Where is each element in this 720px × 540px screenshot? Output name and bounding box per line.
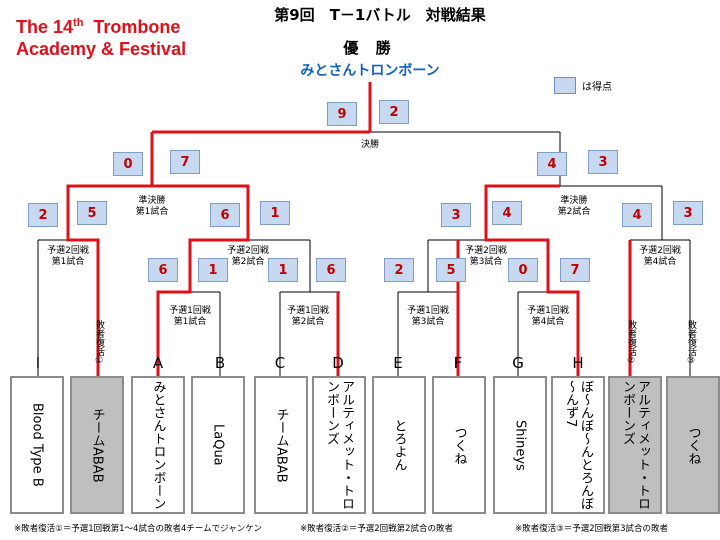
event-name: The 14th Trombone Academy & Festival (16, 17, 187, 59)
page-title: 第9回 T－1バトル 対戦結果 (274, 6, 486, 24)
score-semi2-right: 3 (588, 150, 618, 174)
label-q1-1: 予選1回戦第1試合 (169, 306, 211, 327)
slot-letter-c: C (274, 354, 286, 372)
score-q1-1-right: 1 (198, 258, 228, 282)
team-card: ぼ～んぼ～んとろんぼ～んず7 (551, 376, 605, 514)
team-card: アルティメット・トロンボーンズ (312, 376, 366, 514)
label-q2-3: 予選2回戦第3試合 (465, 246, 507, 267)
score-q2-1-right: 5 (77, 201, 107, 225)
slot-letter-g: G (512, 354, 524, 372)
score-q1-4-right: 7 (560, 258, 590, 282)
score-final-left: 9 (327, 102, 357, 126)
score-q2-1-left: 2 (28, 203, 58, 227)
score-q1-2-right: 6 (316, 258, 346, 282)
revival-label-3: 敗者復活③ (686, 320, 696, 366)
label-q1-3: 予選1回戦第3試合 (407, 306, 449, 327)
team-card: チームABAB (70, 376, 124, 514)
score-q2-4-right: 3 (673, 201, 703, 225)
score-q1-4-left: 0 (508, 258, 538, 282)
team-card: つくね (432, 376, 486, 514)
team-card: LaQua (191, 376, 245, 514)
label-final: 決勝 (360, 140, 379, 150)
score-q2-2-right: 1 (260, 201, 290, 225)
slot-letter-f: F (453, 354, 463, 372)
revival-label-2: 敗者復活② (626, 320, 636, 366)
footnote-revival-1: ※敗者復活①＝予選1回戦第1～4試合の敗者4チームでジャンケン (14, 524, 262, 534)
score-q2-4-left: 4 (622, 203, 652, 227)
score-q2-3-right: 4 (492, 201, 522, 225)
revival-label-1: 敗者復活① (94, 320, 104, 366)
slot-letter-e: E (393, 354, 403, 372)
team-card: つくね (666, 376, 720, 514)
champion-team: みとさんトロンボーン (300, 63, 440, 79)
team-card: とろよん (372, 376, 426, 514)
score-q2-2-left: 6 (210, 203, 240, 227)
label-q1-2: 予選1回戦第2試合 (287, 306, 329, 327)
team-card: Shineys (493, 376, 547, 514)
slot-letter-b: B (214, 354, 226, 372)
score-q1-2-left: 1 (268, 258, 298, 282)
team-card: Blood Type B (10, 376, 64, 514)
slot-letter-h: H (572, 354, 584, 372)
score-q1-1-left: 6 (148, 258, 178, 282)
legend-swatch (554, 77, 576, 94)
score-semi2-left: 4 (537, 152, 567, 176)
label-q2-4: 予選2回戦第4試合 (639, 246, 681, 267)
win-path-team-2 (66, 184, 152, 376)
score-final-right: 2 (379, 100, 409, 124)
footnote-revival-3: ※敗者復活③＝予選2回戦第3試合の敗者 (515, 524, 669, 534)
score-q2-3-left: 3 (441, 203, 471, 227)
score-q1-3-left: 2 (384, 258, 414, 282)
label-semi1: 準決勝第1試合 (135, 196, 169, 217)
champion-label: 優 勝 (343, 39, 397, 57)
slot-letter-a: A (152, 354, 164, 372)
footnote-revival-2: ※敗者復活②＝予選2回戦第2試合の敗者 (300, 524, 454, 534)
label-q2-2: 予選2回戦第2試合 (227, 246, 269, 267)
team-card: みとさんトロンボーン (131, 376, 185, 514)
score-semi1-right: 7 (170, 150, 200, 174)
slot-letter-d: D (332, 354, 344, 372)
label-semi2: 準決勝第2試合 (557, 196, 591, 217)
legend-text: は得点 (582, 82, 612, 93)
team-card: チームABAB (254, 376, 308, 514)
label-q1-4: 予選1回戦第4試合 (527, 306, 569, 327)
win-path-team-a (152, 184, 250, 376)
score-q1-3-right: 5 (436, 258, 466, 282)
label-q2-1: 予選2回戦第1試合 (47, 246, 89, 267)
slot-letter-i: I (35, 354, 41, 372)
score-semi1-left: 0 (113, 152, 143, 176)
team-card: アルティメット・トロンボーンズ (608, 376, 662, 514)
win-path-team-h (484, 184, 580, 376)
